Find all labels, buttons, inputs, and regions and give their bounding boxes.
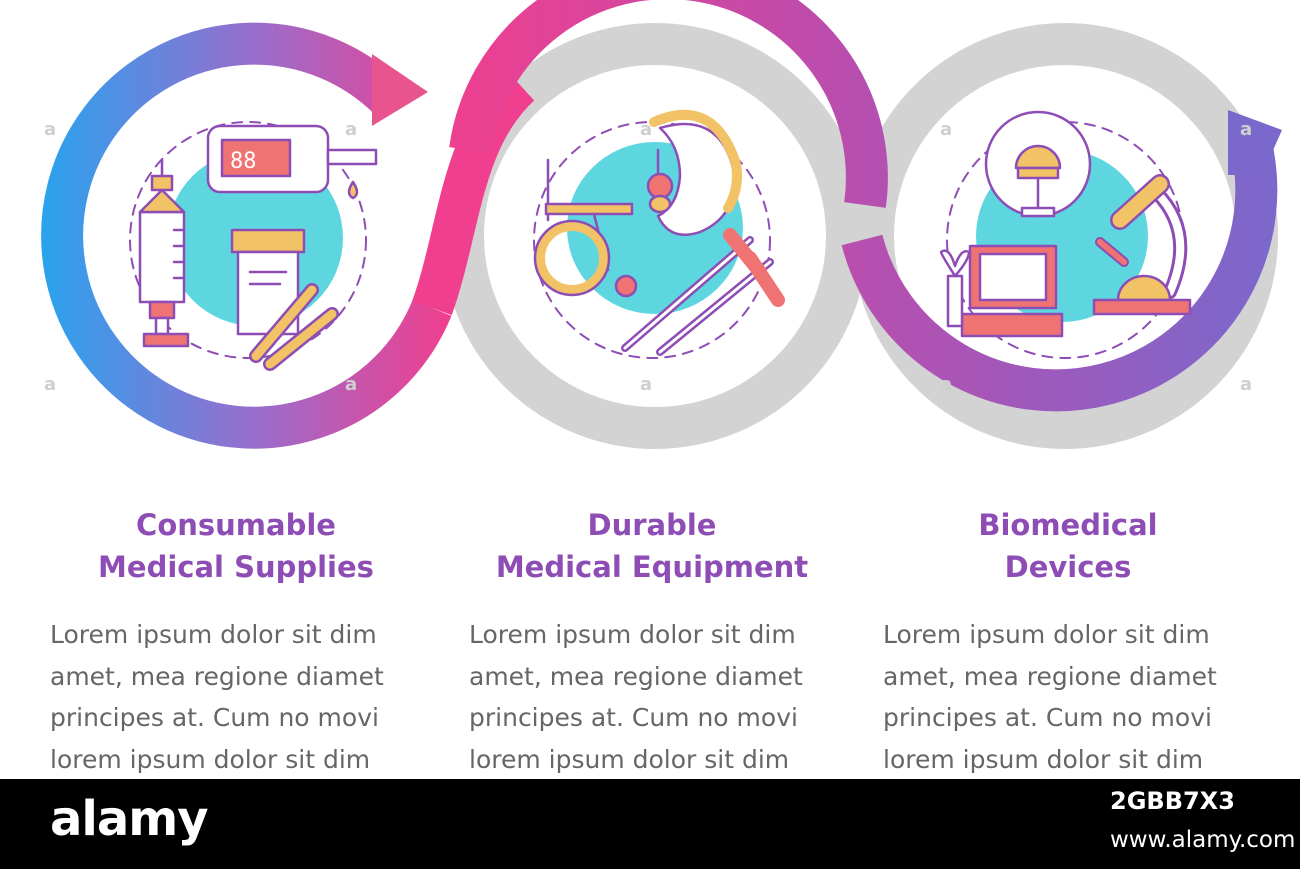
- section-title-durable: Durable Medical Equipment: [462, 504, 842, 588]
- body-line: Lorem ipsum dolor sit dim: [50, 620, 377, 649]
- biomedical-devices-icon: [939, 110, 1192, 359]
- body-line: amet, mea regione diamet: [50, 661, 384, 691]
- svg-text:a: a: [640, 374, 652, 395]
- svg-text:a: a: [1240, 374, 1252, 395]
- svg-text:a: a: [1240, 119, 1252, 140]
- section-body-durable: Lorem ipsum dolor sit dim amet, mea regi…: [469, 614, 869, 780]
- body-line: lorem ipsum dolor sit dim: [883, 744, 1204, 774]
- svg-text:a: a: [345, 119, 357, 140]
- watermark-marks: a a a a a a a a a a: [44, 119, 1252, 395]
- alamy-logo: alamy: [50, 791, 209, 847]
- consumable-supplies-icon: 88: [129, 121, 378, 371]
- body-line: Lorem ipsum dolor sit dim: [469, 620, 796, 649]
- body-line: lorem ipsum dolor sit dim: [469, 744, 790, 774]
- title-line: Biomedical: [978, 508, 1158, 542]
- body-line: principes at. Cum no movi: [50, 703, 379, 732]
- title-line: Consumable: [136, 508, 336, 542]
- svg-text:a: a: [940, 374, 952, 395]
- body-line: principes at. Cum no movi: [883, 703, 1212, 732]
- durable-equipment-icon: [533, 109, 785, 359]
- svg-text:a: a: [345, 374, 357, 395]
- image-info: 2GBB7X3 www.alamy.com: [1110, 787, 1295, 853]
- title-line: Medical Supplies: [98, 550, 374, 584]
- body-line: principes at. Cum no movi: [469, 703, 798, 732]
- gradient-band: [41, 0, 1278, 449]
- band-middle-top: [449, 0, 888, 208]
- svg-text:a: a: [44, 119, 56, 140]
- body-line: lorem ipsum dolor sit dim: [50, 744, 371, 774]
- band-left: [41, 22, 452, 449]
- svg-text:a: a: [640, 119, 652, 140]
- section-body-biomedical: Lorem ipsum dolor sit dim amet, mea regi…: [883, 614, 1283, 780]
- title-line: Medical Equipment: [495, 550, 809, 584]
- watermark-footer: alamy 2GBB7X3 www.alamy.com: [0, 779, 1300, 869]
- title-line: Devices: [1004, 550, 1132, 584]
- body-line: Lorem ipsum dolor sit dim: [883, 620, 1210, 649]
- section-body-consumable: Lorem ipsum dolor sit dim amet, mea regi…: [50, 614, 450, 780]
- svg-text:a: a: [940, 119, 952, 140]
- band-right-bottom: [841, 134, 1278, 412]
- title-line: Durable: [587, 508, 717, 542]
- image-id: 2GBB7X3: [1110, 787, 1235, 815]
- arrow-head-right: [1228, 110, 1282, 175]
- arrow-head-left: [372, 54, 428, 126]
- section-title-biomedical: Biomedical Devices: [878, 504, 1258, 588]
- meter-display: 88: [230, 149, 257, 174]
- body-line: amet, mea regione diamet: [883, 661, 1217, 691]
- svg-text:a: a: [44, 374, 56, 395]
- section-title-consumable: Consumable Medical Supplies: [46, 504, 426, 588]
- body-line: amet, mea regione diamet: [469, 661, 803, 691]
- site-url: www.alamy.com: [1110, 827, 1296, 853]
